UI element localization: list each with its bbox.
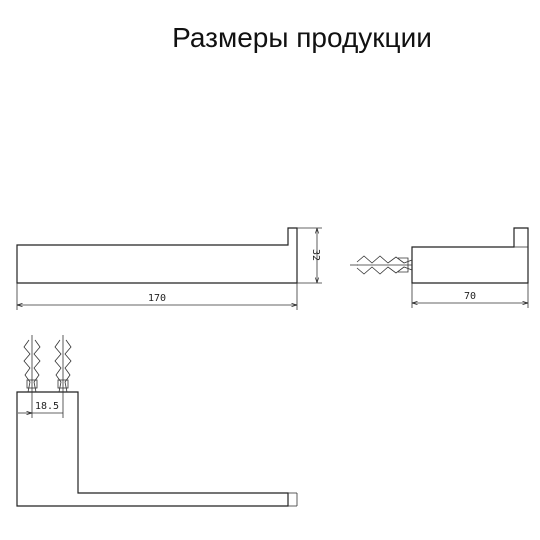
front-height-label: 32 — [310, 249, 321, 261]
wall-anchor-right-icon — [54, 335, 72, 393]
wall-anchor-icon — [350, 255, 413, 275]
wall-anchor-left-icon — [23, 335, 41, 393]
side-view: 70 — [350, 227, 529, 308]
front-length-label: 170 — [148, 293, 166, 304]
side-depth-label: 70 — [464, 291, 476, 302]
front-view: 170 32 — [16, 227, 322, 310]
spacing-label: 18.5 — [35, 401, 59, 412]
top-view: 18.5 — [16, 335, 298, 507]
page-title: Размеры продукции — [172, 22, 432, 53]
